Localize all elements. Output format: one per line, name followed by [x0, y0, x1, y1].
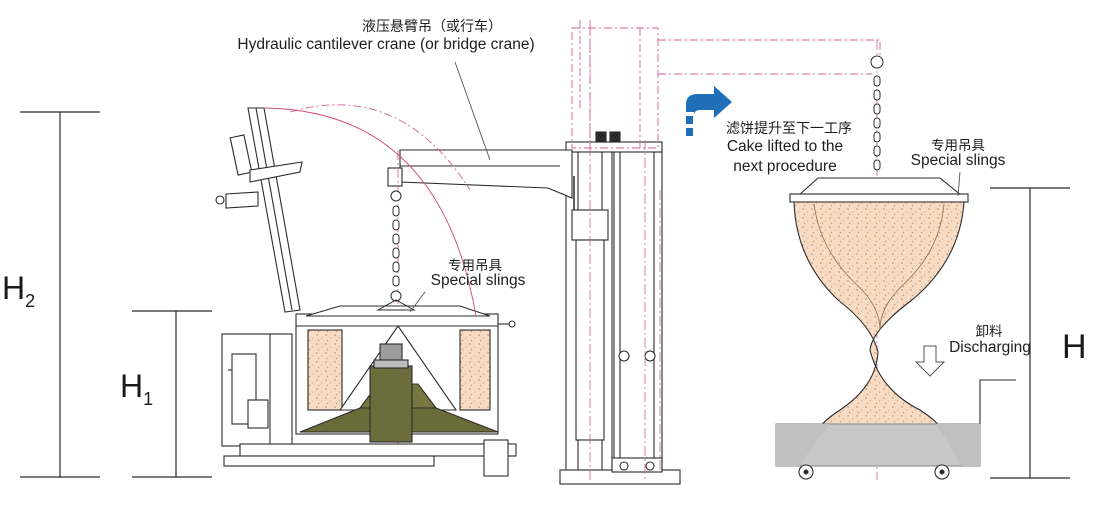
dimension-h1: H1: [120, 370, 153, 415]
lift-arrow-icon: [686, 86, 732, 136]
discharge-label-en: Discharging: [949, 339, 1031, 356]
dimension-h2-main: H: [2, 270, 26, 306]
h-dimension-line: [990, 187, 1070, 479]
right-chain: [870, 55, 884, 171]
discharge-label-zh: 卸料: [975, 324, 1003, 340]
h1-dimension-line: [132, 310, 212, 478]
discharge-arrow-icon: [914, 345, 946, 377]
slings-right-en: Special slings: [910, 152, 1006, 169]
left-chain: [376, 190, 416, 311]
dimension-h: H: [1062, 330, 1087, 364]
slings-left-en: Special slings: [430, 272, 526, 289]
dimension-h1-sub: 1: [143, 389, 154, 409]
cake-label-zh: 滤饼提升至下一工序: [726, 121, 852, 137]
crane-label-en: Hydraulic cantilever crane (or bridge cr…: [237, 36, 535, 53]
cake-label-en-line2: next procedure: [733, 158, 837, 175]
dimension-h2: H2: [2, 272, 35, 317]
h2-dimension-line: [20, 111, 100, 478]
slings-left-zh: 专用吊具: [448, 258, 502, 274]
left-centrifuge: [215, 107, 517, 477]
dimension-h1-main: H: [120, 368, 144, 404]
slings-right-zh: 专用吊具: [931, 138, 985, 154]
right-cake-assembly: [775, 177, 1016, 480]
lid-swing-arc: [263, 107, 477, 317]
leader-lines: [409, 61, 961, 313]
cake-label-en-line1: Cake lifted to the: [726, 138, 844, 155]
dimension-h2-sub: 2: [25, 291, 36, 311]
dimension-h-main: H: [1062, 328, 1087, 366]
crane-label-zh: 液压悬臂吊（或行车）: [362, 19, 502, 35]
